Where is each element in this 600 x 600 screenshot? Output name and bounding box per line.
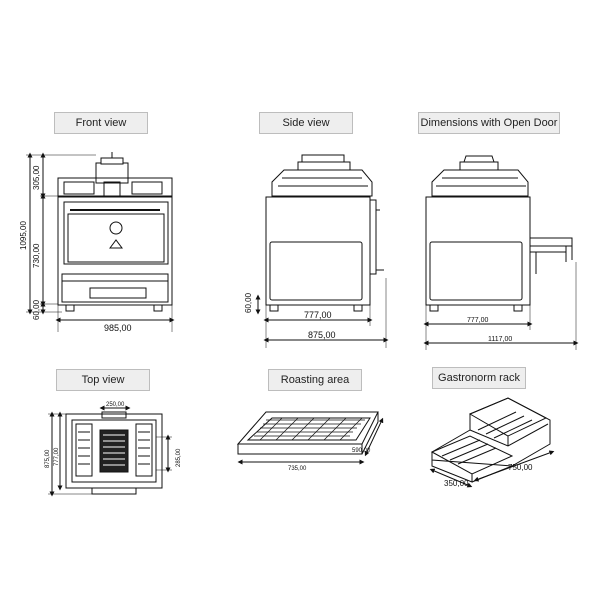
roasting-depth-dim: 590,00	[352, 448, 371, 454]
roasting-width-dim: 735,00	[288, 466, 307, 472]
side-view-drawing	[255, 154, 389, 348]
side-depth-total-dim: 875,00	[308, 330, 336, 340]
top-chimney-width-dim: 250,00	[106, 402, 125, 408]
side-height-leg-dim: 60,00	[244, 292, 253, 313]
side-depth-dim: 777,00	[304, 310, 332, 320]
top-depth-total-dim: 875,00	[45, 449, 51, 468]
front-height-mid-dim: 730,00	[32, 243, 41, 268]
top-view-label: Top view	[56, 369, 150, 391]
front-view-label: Front view	[54, 112, 148, 134]
front-height-total-dim: 1095,00	[19, 221, 28, 250]
gastronorm-rack-drawing	[429, 397, 555, 488]
rack-width-dim: 750,00	[508, 463, 533, 472]
front-height-leg-dim: 60,00	[32, 299, 41, 320]
top-view-drawing	[48, 405, 172, 497]
open-door-drawing	[423, 155, 579, 350]
top-depth-dim: 777,00	[54, 447, 60, 466]
rack-depth-dim: 350,00	[444, 479, 469, 488]
roasting-grid-lines	[254, 417, 365, 441]
top-grill-depth-dim: 285,00	[176, 448, 182, 467]
gastronorm-rack-label: Gastronorm rack	[432, 367, 526, 389]
roasting-area-label: Roasting area	[268, 369, 362, 391]
open-door-depth-open-dim: 1117,00	[488, 336, 512, 343]
open-door-label: Dimensions with Open Door	[418, 112, 560, 134]
open-door-depth-dim: 777,00	[467, 317, 489, 324]
side-view-label: Side view	[259, 112, 353, 134]
front-view-drawing	[26, 152, 175, 332]
top-grill-bars	[103, 434, 125, 466]
front-height-top-dim: 305,00	[32, 165, 41, 190]
front-width-dim: 985,00	[104, 323, 132, 333]
